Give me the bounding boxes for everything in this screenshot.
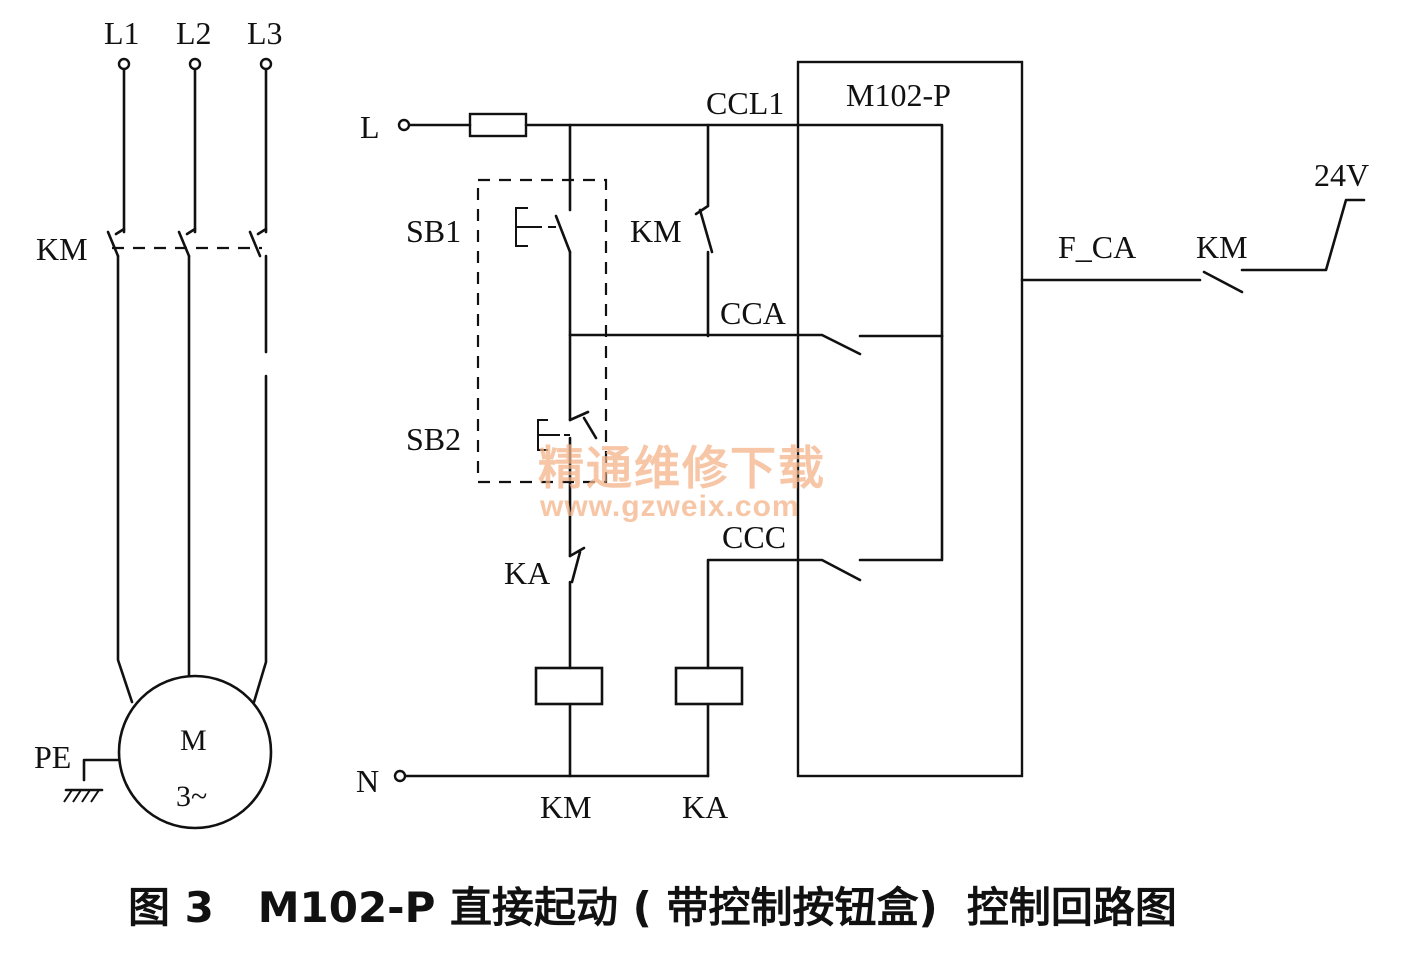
label-line: L	[360, 109, 380, 145]
ka-contact	[568, 546, 586, 584]
sb2-contact	[568, 410, 598, 440]
sb1-contact	[554, 214, 572, 254]
watermark-url: www.gzweix.com	[539, 490, 800, 523]
label-f-ca: F_CA	[1058, 229, 1136, 265]
label-motor-phase: 3~	[176, 780, 207, 813]
phase-l3-lower	[252, 254, 268, 704]
label-module-name: M102-P	[846, 77, 951, 113]
label-sb1: SB1	[406, 213, 461, 249]
label-ccc: CCC	[722, 519, 786, 555]
phase-l1-lower	[116, 254, 134, 704]
label-sb2: SB2	[406, 421, 461, 457]
label-l2: L2	[176, 15, 212, 51]
ccc-line	[706, 558, 862, 670]
fuse	[468, 112, 528, 138]
cca-line	[568, 333, 862, 356]
label-pe: PE	[34, 739, 71, 775]
motor-circle	[117, 674, 273, 830]
ccc-right	[858, 334, 944, 562]
label-ka-coil: KA	[682, 789, 728, 825]
terminal-l1	[117, 57, 131, 71]
l-bus	[408, 123, 944, 338]
pe-wire	[82, 758, 120, 782]
phase-lines-upper	[122, 68, 268, 234]
ka-coil	[674, 666, 744, 706]
label-km-contact: KM	[630, 213, 682, 249]
km-hold-contact	[694, 123, 714, 338]
m102p-module	[796, 60, 1366, 778]
control-button-box	[476, 178, 608, 484]
label-ccl1: CCL1	[706, 85, 784, 121]
terminal-l3	[259, 57, 273, 71]
labels: L1 L2 L3 KM PE M 3~ L N SB1 SB2 KA KM KM…	[34, 15, 1369, 825]
terminal-n	[393, 769, 407, 783]
figure-caption: 图 3 M102-P 直接起动 ( 带控制按钮盒) 控制回路图	[128, 883, 1177, 932]
label-km-main: KM	[36, 231, 88, 267]
label-24v: 24V	[1314, 157, 1369, 193]
f-ca-output	[1020, 198, 1366, 294]
km-main-contacts	[106, 230, 262, 258]
terminal-l	[397, 118, 411, 132]
sb2-actuator	[537, 419, 570, 451]
km-coil	[534, 666, 604, 706]
label-cca: CCA	[720, 295, 786, 331]
label-neutral: N	[356, 763, 379, 799]
module-box	[796, 60, 1024, 778]
label-km-coil: KM	[540, 789, 592, 825]
label-motor-name: M	[180, 724, 207, 757]
power-circuit	[63, 57, 273, 830]
sb1-actuator	[515, 207, 556, 247]
watermark-text: 精通维修下载	[538, 441, 826, 495]
terminal-l2	[188, 57, 202, 71]
watermark: 精通维修下载 www.gzweix.com	[538, 441, 826, 523]
ground-hatch	[63, 789, 100, 803]
label-l3: L3	[247, 15, 283, 51]
label-km-output: KM	[1196, 229, 1248, 265]
label-l1: L1	[104, 15, 140, 51]
contactor-tips	[114, 227, 268, 236]
control-circuit	[393, 112, 944, 783]
label-ka-contact: KA	[504, 555, 550, 591]
